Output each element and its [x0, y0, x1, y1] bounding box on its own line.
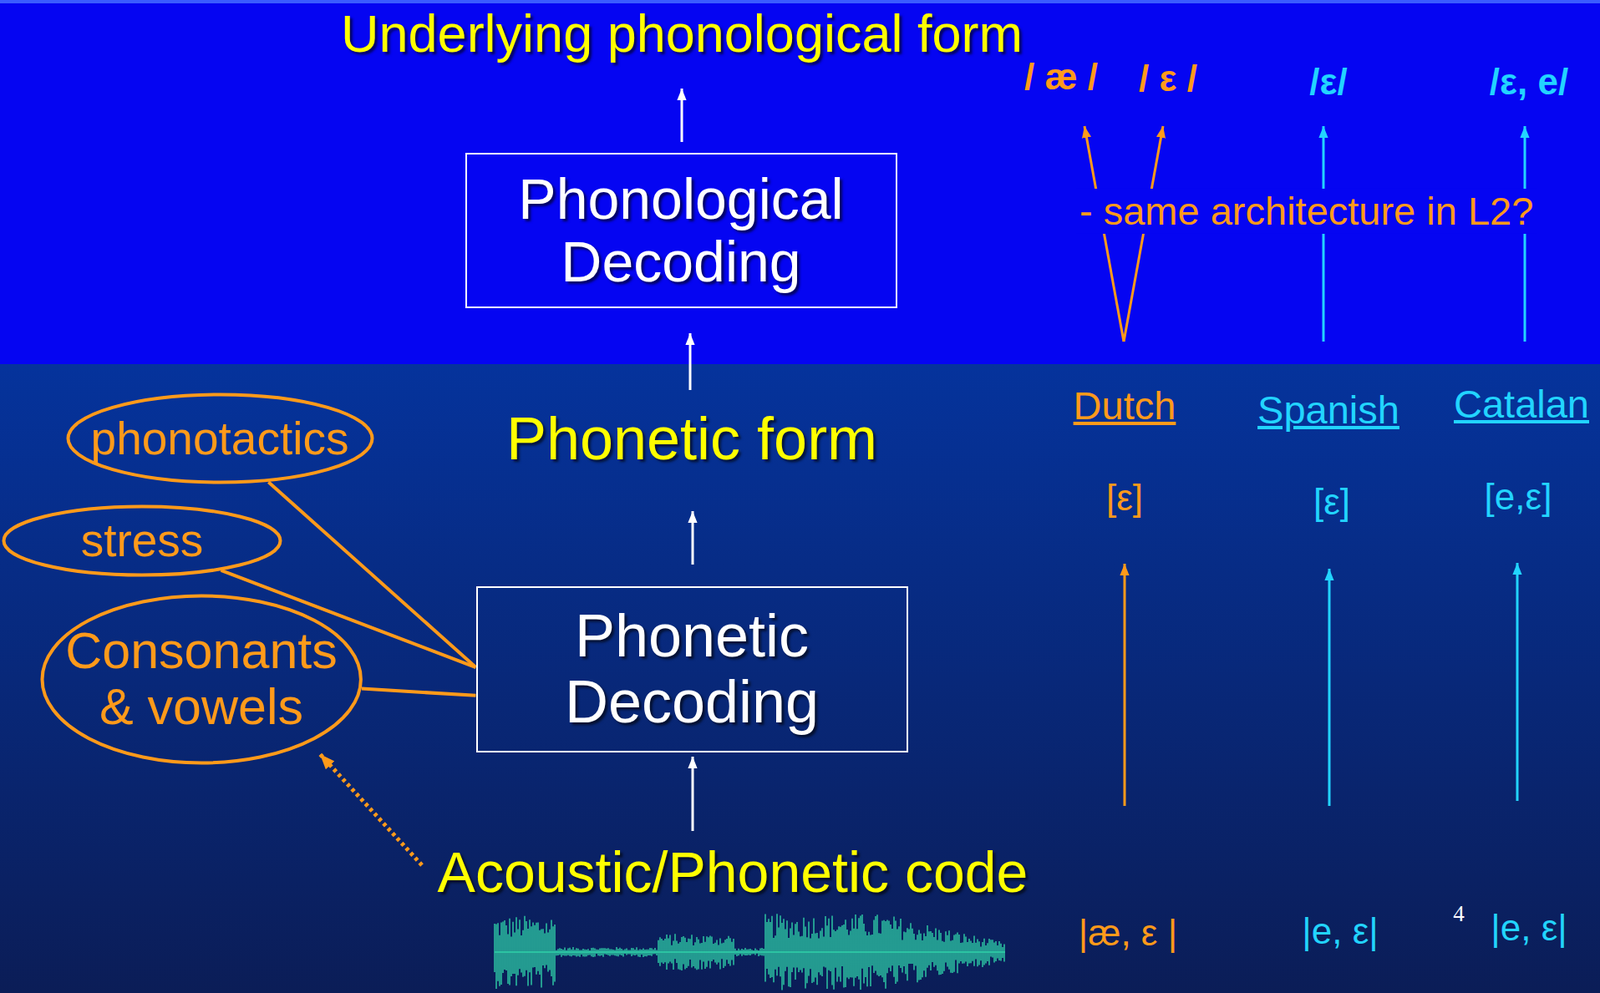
language-label: Catalan [1453, 381, 1590, 427]
phonetic-label: [ε] [1106, 477, 1143, 520]
ellipse-border [4, 506, 281, 575]
phonetic-label: [ε] [1313, 481, 1351, 524]
node-content: Consonants & vowels [40, 594, 363, 766]
label-anchor: [ε] [1106, 477, 1143, 520]
flow-arrow [689, 333, 692, 391]
flow-arrow [691, 756, 695, 832]
node-content: Phonetic Decoding [477, 588, 907, 752]
language-label: Dutch [1073, 383, 1177, 429]
process-box: Phonological Decoding [465, 152, 898, 309]
node-label: stress [81, 515, 204, 567]
label-anchor: Catalan [1453, 381, 1590, 427]
label-anchor: / æ / [1024, 55, 1098, 99]
level-label: Phonetic form [506, 404, 878, 474]
label-anchor: [e,ε] [1484, 476, 1553, 519]
label-anchor: - same architecture in L2? [1076, 188, 1537, 234]
mapping-arrow [1328, 568, 1331, 807]
factor-ellipse: stress [1, 504, 283, 578]
node-content: stress [1, 504, 283, 578]
factor-ellipse: Consonants & vowels [40, 594, 363, 766]
label-anchor: 4 [1452, 901, 1465, 928]
label-anchor: Phonetic form [506, 404, 878, 474]
mapping-arrow [1516, 563, 1519, 802]
node-label: Consonants & vowels [59, 623, 344, 736]
waveform-trace [494, 914, 1005, 991]
language-label: Spanish [1257, 387, 1400, 433]
mapping-arrow [1123, 563, 1127, 807]
flow-arrow [691, 511, 695, 565]
slide-number: 4 [1452, 901, 1465, 928]
dotted-arrow [320, 754, 422, 866]
connector-line [361, 689, 477, 696]
label-anchor: Acoustic/Phonetic code [437, 839, 1029, 905]
acoustic-label: |e, ε| [1490, 907, 1567, 950]
phoneme-label: /ε, e/ [1489, 60, 1569, 104]
phoneme-label: /ε/ [1309, 60, 1347, 104]
node-label: Phonetic Decoding [499, 603, 884, 736]
level-label: Underlying phonological form [340, 3, 1023, 64]
label-anchor: Underlying phonological form [340, 3, 1023, 64]
top-highlight [0, 0, 1600, 4]
label-anchor: / ε / [1138, 57, 1198, 101]
phonetic-label: [e,ε] [1484, 476, 1553, 519]
node-content: phonotactics [66, 392, 375, 485]
label-anchor: |e, ε| [1490, 907, 1567, 950]
label-anchor: |æ, ε | [1078, 912, 1178, 955]
phoneme-label: / æ / [1024, 55, 1098, 99]
waveform [494, 914, 1006, 991]
node-content: Phonological Decoding [467, 154, 896, 307]
acoustic-label: |æ, ε | [1078, 912, 1178, 955]
factor-ellipse: phonotactics [66, 392, 375, 485]
label-anchor: |e, ε| [1301, 910, 1378, 954]
label-anchor: /ε/ [1309, 60, 1347, 104]
phoneme-label: / ε / [1138, 57, 1198, 101]
acoustic-label: |e, ε| [1301, 910, 1378, 954]
process-box: Phonetic Decoding [476, 586, 909, 753]
level-label: Acoustic/Phonetic code [437, 839, 1029, 905]
ellipse-border [67, 395, 372, 483]
waveform-baseline [494, 951, 1006, 954]
label-anchor: /ε, e/ [1489, 60, 1569, 104]
node-label: phonotactics [91, 413, 350, 465]
node-label: Phonological Decoding [488, 167, 874, 294]
label-anchor: [ε] [1313, 481, 1351, 524]
ellipse-border [41, 595, 361, 763]
question-note: - same architecture in L2? [1076, 188, 1537, 234]
flow-arrow [680, 88, 684, 143]
label-anchor: Dutch [1073, 383, 1177, 429]
label-anchor: Spanish [1257, 387, 1400, 433]
